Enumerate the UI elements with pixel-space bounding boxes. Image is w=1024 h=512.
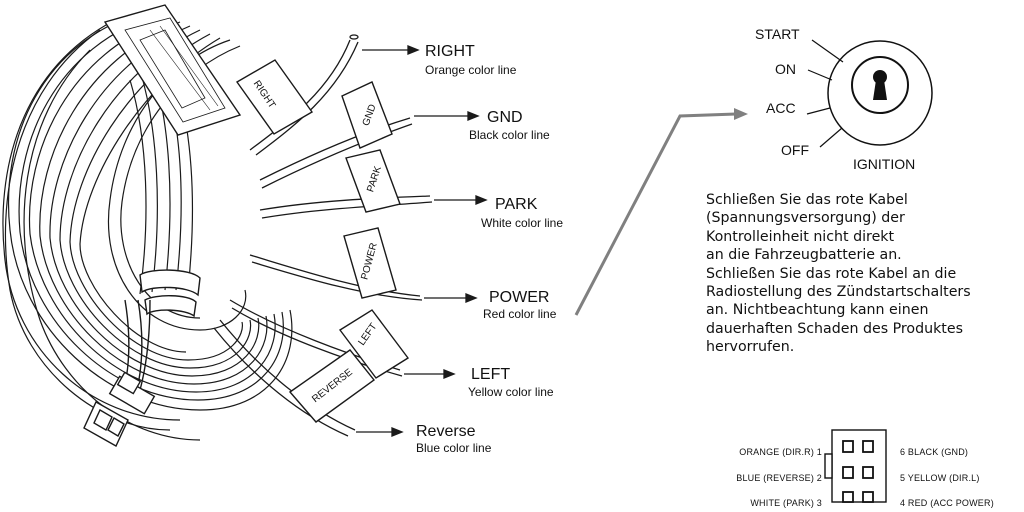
connector-body xyxy=(831,429,887,503)
wire-tags: RIGHT GND PARK POWER LEFT REVERSE xyxy=(235,59,410,423)
warning-line: Radiostellung des Zündstartschalters xyxy=(706,284,971,301)
keyhole-icon xyxy=(873,70,887,100)
tag-power: POWER xyxy=(343,227,397,299)
label-left-color: Yellow color line xyxy=(468,385,554,399)
label-right: RIGHT xyxy=(425,43,475,60)
label-reverse: Reverse xyxy=(416,423,476,440)
warning-line: an. Nichtbeachtung kann einen xyxy=(706,302,929,319)
connector-plug xyxy=(83,299,156,447)
tag-park: PARK xyxy=(345,149,401,213)
label-power: POWER xyxy=(489,289,549,306)
tag-right: RIGHT xyxy=(235,59,314,135)
label-power-color: Red color line xyxy=(483,307,557,321)
warning-line: Schließen Sie das rote Kabel xyxy=(706,192,908,208)
warning-line: Schließen Sie das rote Kabel an die xyxy=(706,265,957,282)
tag-left: LEFT xyxy=(338,309,410,379)
warning-line: an die Fahrzeugbatterie an. xyxy=(706,247,902,264)
tag-reverse: REVERSE xyxy=(288,349,376,423)
tag-gnd: GND xyxy=(341,81,393,149)
warning-line: (Spannungsversorgung) der xyxy=(706,210,905,227)
ignition-switch: START ON ACC OFF IGNITION xyxy=(755,26,933,172)
cable-tie xyxy=(139,269,201,318)
label-gnd-color: Black color line xyxy=(469,128,550,142)
label-right-color: Orange color line xyxy=(425,63,517,77)
warning-line: Kontrolleinheit nicht direkt xyxy=(706,228,895,245)
wire-labels: RIGHT Orange color line GND Black color … xyxy=(416,43,563,455)
label-reverse-color: Blue color line xyxy=(416,441,492,455)
pin-3-label: WHITE (PARK) 3 xyxy=(750,498,822,508)
pin-2-label: BLUE (REVERSE) 2 xyxy=(736,473,822,483)
ignition-acc: ACC xyxy=(766,100,796,116)
warning-line: hervorrufen. xyxy=(706,339,795,356)
label-park-color: White color line xyxy=(481,216,563,230)
warning-text: Schließen Sie das rote Kabel (Spannungsv… xyxy=(706,191,1018,357)
warning-line: dauerhaften Schaden des Produktes xyxy=(706,320,963,337)
power-to-acc-arrow xyxy=(574,108,748,316)
pin-1-label: ORANGE (DIR.R) 1 xyxy=(739,447,822,457)
pin-4-label: 4 RED (ACC POWER) xyxy=(900,498,994,508)
pin-5-label: 5 YELLOW (DIR.L) xyxy=(900,473,980,483)
label-park: PARK xyxy=(495,196,538,213)
label-arrows xyxy=(356,45,488,437)
ignition-on: ON xyxy=(775,61,796,77)
ignition-start: START xyxy=(755,26,800,42)
label-gnd: GND xyxy=(487,109,523,126)
connector-pins xyxy=(842,440,874,503)
ignition-label: IGNITION xyxy=(853,156,915,172)
pin-6-label: 6 BLACK (GND) xyxy=(900,447,968,457)
label-left: LEFT xyxy=(471,366,510,383)
ignition-off: OFF xyxy=(781,142,809,158)
connector-pinout: ORANGE (DIR.R) 1 BLUE (REVERSE) 2 WHITE … xyxy=(736,429,994,508)
connector-latch xyxy=(824,453,833,479)
wire-wrap-top xyxy=(103,4,242,136)
